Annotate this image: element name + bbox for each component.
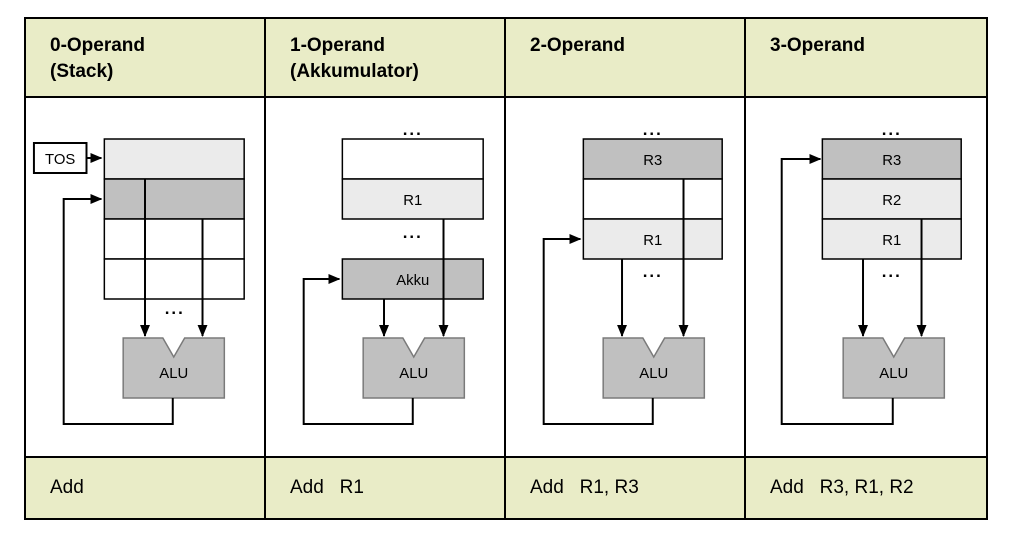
instruction-cell-three-operand: Add R3, R1, R2 (746, 456, 986, 518)
instruction-cell-two-operand: Add R1, R3 (506, 456, 746, 518)
diagram-cell-stack: TOS ... ALU (26, 98, 266, 456)
header-line1: 3-Operand (770, 35, 866, 56)
registers-ellipsis-middle: ... (403, 223, 423, 242)
register-row-r1 (821, 218, 962, 260)
alu-label: ALU (159, 365, 188, 382)
alu-box (842, 337, 946, 399)
instruction-text: Add R1, R3 (530, 477, 639, 498)
three-operand-diagram: ... R3 R2 R1 ... ALU (780, 120, 962, 425)
header-line1: 0-Operand (50, 35, 146, 56)
instruction-text: Add R3, R1, R2 (770, 477, 914, 498)
alu-label: ALU (639, 365, 668, 382)
header-2-operand: 2-Operand (506, 19, 746, 98)
alu-label: ALU (399, 365, 428, 382)
stack-row-fourth (103, 258, 245, 300)
register-r1-label: R1 (403, 192, 422, 209)
stack-ellipsis: ... (165, 299, 185, 318)
registers-ellipsis-bottom: ... (882, 262, 902, 281)
register-row-empty (582, 178, 723, 220)
akku-box (341, 258, 484, 300)
register-r2-label: R2 (882, 192, 901, 209)
accumulator-diagram: ... R1 ... Akku ALU (302, 120, 484, 425)
register-row-empty (341, 138, 484, 180)
akku-label: Akku (396, 272, 429, 289)
alu-box (602, 337, 706, 399)
two-operand-diagram: ... R3 R1 ... ALU (542, 120, 723, 425)
register-row-r2 (821, 178, 962, 220)
tos-box (32, 142, 88, 174)
header-0-operand: 0-Operand (Stack) (26, 19, 266, 98)
register-r1-label: R1 (882, 232, 901, 249)
result-feedback-wire (780, 154, 894, 425)
tos-label: TOS (45, 151, 75, 168)
header-3-operand: 3-Operand (746, 19, 986, 98)
instruction-cell-accumulator: Add R1 (266, 456, 506, 518)
register-row-r1 (341, 178, 484, 220)
stack-diagram: TOS ... ALU (32, 138, 245, 425)
header-line1: 2-Operand (530, 35, 626, 56)
result-feedback-wire (542, 234, 654, 425)
instruction-text: Add R1 (290, 477, 364, 498)
isa-comparison-table: 0-Operand (Stack) 1-Operand (Akkumulator… (24, 17, 988, 520)
header-1-operand: 1-Operand (Akkumulator) (266, 19, 506, 98)
header-line2: (Stack) (50, 61, 114, 82)
registers-ellipsis-top: ... (882, 120, 902, 139)
result-feedback-wire (302, 274, 414, 425)
register-row-r3 (582, 138, 723, 180)
instruction-text: Add (50, 477, 84, 498)
diagram-cell-three-operand: ... R3 R2 R1 ... ALU (746, 98, 986, 456)
registers-ellipsis-bottom: ... (643, 262, 663, 281)
instruction-cell-stack: Add (26, 456, 266, 518)
stack-row-third (103, 218, 245, 260)
result-feedback-wire (62, 194, 174, 425)
registers-ellipsis-top: ... (643, 120, 663, 139)
diagram-cell-accumulator: ... R1 ... Akku ALU (266, 98, 506, 456)
register-r1-label: R1 (643, 232, 662, 249)
header-line1: 1-Operand (290, 35, 386, 56)
register-r3-label: R3 (643, 152, 662, 169)
register-r3-label: R3 (882, 152, 901, 169)
alu-box (362, 337, 466, 399)
register-row-r3 (821, 138, 962, 180)
header-line2: (Akkumulator) (290, 61, 419, 82)
stack-row-top (103, 138, 245, 180)
registers-ellipsis-top: ... (403, 120, 423, 139)
register-row-r1 (582, 218, 723, 260)
alu-box (122, 337, 226, 399)
stack-row-second (103, 178, 245, 220)
alu-label: ALU (879, 365, 908, 382)
diagram-cell-two-operand: ... R3 R1 ... ALU (506, 98, 746, 456)
